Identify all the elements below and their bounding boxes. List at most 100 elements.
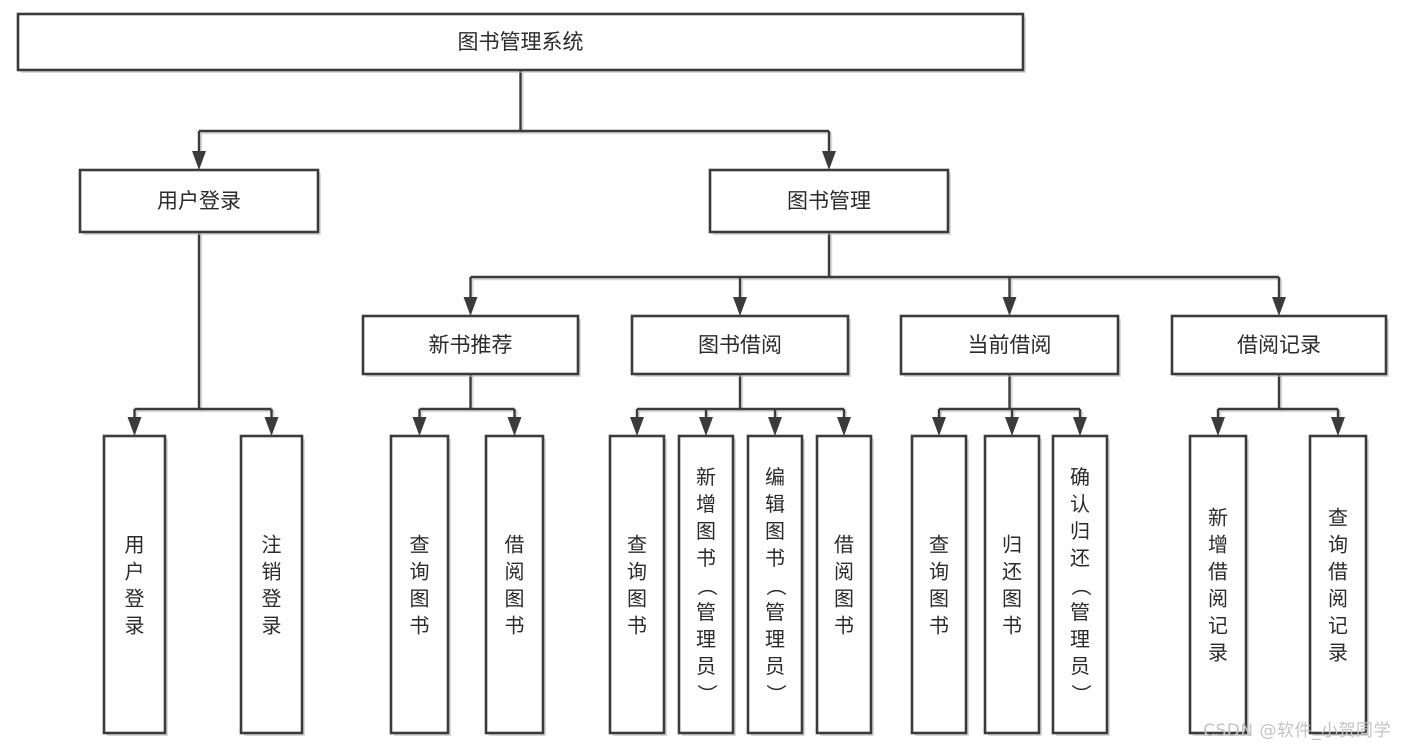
node-leaf-当前借阅-确认归还（管理员）: [1051, 434, 1110, 736]
mgmt-to-level3-arrow-0: [463, 297, 478, 316]
l3-1-to-leaves-arrow-1: [699, 417, 713, 436]
l3-3-to-leaves-arrow-1: [1331, 417, 1345, 436]
svg-text:新: 新: [696, 465, 716, 489]
svg-text:图: 图: [696, 519, 716, 543]
svg-text:记: 记: [1208, 614, 1228, 638]
svg-text:（: （: [695, 576, 719, 596]
node-level3-label-0: 新书推荐: [429, 333, 513, 357]
svg-text:借: 借: [834, 533, 854, 557]
svg-text:）: ）: [1069, 684, 1093, 704]
svg-text:借: 借: [1328, 560, 1348, 584]
svg-text:询: 询: [410, 560, 430, 584]
svg-text:登: 登: [262, 587, 282, 611]
svg-text:理: 理: [1070, 627, 1090, 651]
node-level3-新书推荐: [361, 314, 581, 377]
node-leaf-新书推荐-借阅图书: [484, 434, 546, 736]
node-leaf-图书借阅-借阅图书: [815, 434, 874, 736]
svg-text:理: 理: [765, 627, 785, 651]
svg-text:员: 员: [696, 654, 716, 678]
svg-text:增: 增: [1208, 533, 1228, 557]
svg-text:借: 借: [505, 533, 525, 557]
connector-lines-layer: [127, 70, 1345, 436]
svg-text:注: 注: [262, 533, 282, 557]
root-to-level2-arrow-1: [822, 151, 836, 170]
svg-text:图: 图: [834, 587, 854, 611]
node-leaf-借阅记录-新增借阅记录: [1188, 434, 1249, 736]
l3-0-to-leaves-arrow-0: [412, 417, 427, 436]
svg-text:阅: 阅: [1328, 587, 1348, 611]
svg-text:图: 图: [1002, 587, 1022, 611]
node-boxes-layer: 图书管理系统用户登录图书管理新书推荐图书借阅当前借阅借阅记录用户登录注销登录查询…: [16, 12, 1389, 736]
root-to-level2-arrow-0: [192, 151, 206, 170]
svg-text:书: 书: [627, 614, 647, 638]
login-to-leaves-arrow-1: [264, 417, 279, 436]
node-leaf-用户登录-注销登录: [239, 434, 305, 736]
svg-text:录: 录: [1328, 641, 1348, 665]
node-level3-借阅记录: [1170, 314, 1389, 377]
svg-text:图: 图: [410, 587, 430, 611]
svg-text:图: 图: [765, 519, 785, 543]
svg-text:登: 登: [125, 587, 145, 611]
mgmt-to-level3-arrow-2: [1002, 297, 1017, 316]
node-level2-label-1: 图书管理: [787, 189, 871, 213]
svg-text:阅: 阅: [834, 560, 854, 584]
watermark-label: CSDN @软件_小贺同学: [1203, 721, 1391, 741]
node-leaf-借阅记录-查询借阅记录: [1308, 434, 1369, 736]
svg-text:户: 户: [125, 560, 145, 584]
node-level3-当前借阅: [899, 314, 1121, 377]
svg-text:书: 书: [505, 614, 525, 638]
svg-text:录: 录: [125, 614, 145, 638]
login-to-leaves-arrow-0: [127, 417, 142, 436]
svg-text:查: 查: [627, 533, 647, 557]
svg-text:用: 用: [125, 533, 145, 557]
node-leaf-图书借阅-查询图书: [608, 434, 667, 736]
l3-1-to-leaves-arrow-2: [768, 417, 782, 436]
svg-text:辑: 辑: [765, 492, 785, 516]
svg-text:编: 编: [765, 465, 785, 489]
mgmt-to-level3-arrow-3: [1272, 297, 1286, 316]
svg-text:书: 书: [929, 614, 949, 638]
svg-text:查: 查: [929, 533, 949, 557]
svg-text:销: 销: [262, 560, 282, 584]
svg-text:阅: 阅: [1208, 587, 1228, 611]
svg-text:询: 询: [627, 560, 647, 584]
svg-text:管: 管: [765, 600, 785, 624]
svg-text:）: ）: [764, 684, 788, 704]
svg-text:归: 归: [1002, 533, 1022, 557]
svg-text:书: 书: [696, 546, 716, 570]
svg-text:（: （: [764, 576, 788, 596]
svg-text:查: 查: [1328, 506, 1348, 530]
svg-text:图: 图: [929, 587, 949, 611]
l3-2-to-leaves-arrow-1: [1005, 417, 1019, 436]
svg-text:录: 录: [262, 614, 282, 638]
node-level2-用户登录: [78, 168, 321, 235]
svg-text:还: 还: [1002, 560, 1022, 584]
svg-text:）: ）: [695, 684, 719, 704]
node-level3-label-1: 图书借阅: [698, 333, 782, 357]
l3-2-to-leaves-arrow-0: [932, 417, 946, 436]
svg-text:新: 新: [1208, 506, 1228, 530]
svg-text:书: 书: [1002, 614, 1022, 638]
svg-text:书: 书: [765, 546, 785, 570]
svg-text:询: 询: [929, 560, 949, 584]
l3-2-to-leaves-arrow-2: [1073, 417, 1087, 436]
svg-text:理: 理: [696, 627, 716, 651]
svg-text:员: 员: [1070, 654, 1090, 678]
svg-text:阅: 阅: [505, 560, 525, 584]
svg-text:记: 记: [1328, 614, 1348, 638]
svg-text:管: 管: [1070, 600, 1090, 624]
node-leaf-图书借阅-新增图书（管理员）: [677, 434, 736, 736]
l3-1-to-leaves-arrow-3: [837, 417, 851, 436]
